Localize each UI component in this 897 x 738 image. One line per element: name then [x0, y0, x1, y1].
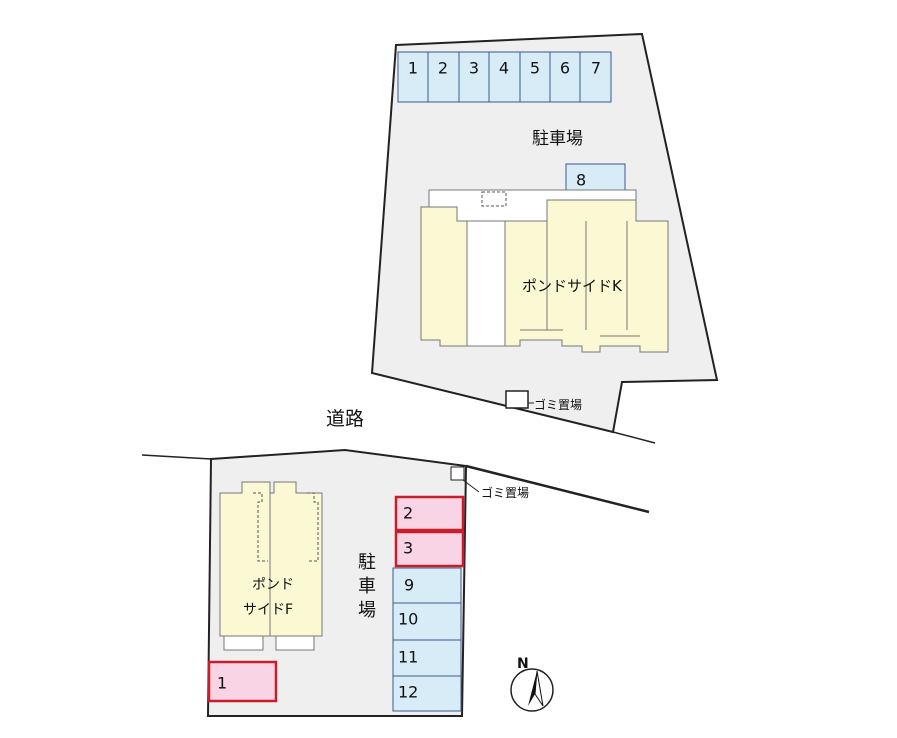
parking-number-2: 2: [438, 59, 448, 78]
parking-space-3: [458, 51, 490, 103]
parking-number-3: 3: [469, 59, 479, 78]
parking-number-8: 8: [576, 171, 586, 190]
building-f-label-line-2: サイドF: [243, 602, 293, 618]
north-parking-label: 駐車場: [532, 129, 583, 149]
south-garbage-label: ゴミ置場: [481, 485, 529, 500]
parking-number-12: 12: [398, 683, 418, 702]
parking-space-2: [427, 51, 460, 103]
reserved-space-2: [394, 495, 465, 532]
building-k-label: ポンドサイドK: [522, 277, 623, 295]
parking-number-4: 4: [499, 59, 509, 78]
parking-space-7: [579, 51, 612, 103]
parking-number-5: 5: [530, 59, 540, 78]
reserved-number-1: 1: [217, 674, 227, 693]
building-pondside-f: [219, 481, 323, 651]
south-parking-label-char-1: 駐: [358, 552, 376, 573]
north-garbage-area: [505, 390, 529, 409]
north-parking-row: [397, 51, 612, 103]
parking-space-5: [519, 51, 551, 103]
parking-space-6: [549, 51, 581, 103]
parking-number-1: 1: [408, 59, 418, 78]
parking-number-11: 11: [398, 648, 418, 667]
south-parking-label-char-2: 車: [358, 576, 376, 597]
road-line-south: [141, 454, 212, 460]
north-arrow-icon: [510, 668, 554, 712]
reserved-space-3: [394, 530, 465, 568]
south-parking-column: [392, 567, 462, 712]
road-line-east: [465, 464, 650, 514]
north-label: N: [517, 656, 529, 672]
building-pondside-k: [420, 189, 669, 353]
reserved-number-2: 2: [403, 504, 413, 523]
south-parking-label-char-3: 場: [358, 600, 376, 621]
road-label: 道路: [326, 408, 364, 430]
parking-number-7: 7: [591, 59, 601, 78]
parking-space-4: [488, 51, 521, 103]
building-f-label-line-1: ポンド: [252, 577, 294, 593]
parking-number-10: 10: [398, 610, 418, 629]
reserved-space-1: [207, 660, 278, 703]
north-garbage-label: ゴミ置場: [534, 397, 582, 412]
parking-number-9: 9: [404, 576, 414, 595]
south-garbage-area: [450, 466, 465, 481]
road-line-north: [612, 431, 656, 444]
parking-space-10: [392, 602, 462, 641]
reserved-number-3: 3: [403, 539, 413, 558]
parking-space-12: [392, 675, 462, 712]
parking-number-6: 6: [560, 59, 570, 78]
parking-space-11: [392, 639, 462, 677]
